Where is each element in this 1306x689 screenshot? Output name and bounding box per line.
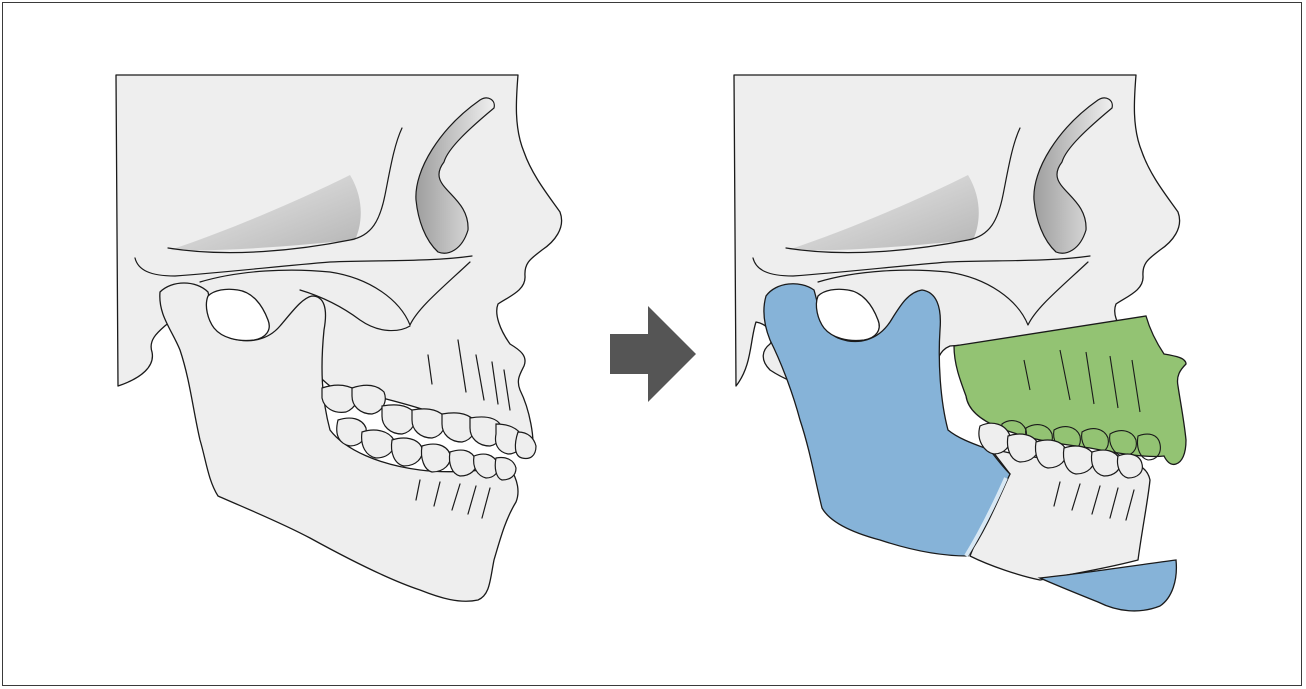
- transition-arrow-icon: [610, 306, 696, 402]
- skull-after: [734, 75, 1186, 611]
- skull-before: [116, 75, 562, 601]
